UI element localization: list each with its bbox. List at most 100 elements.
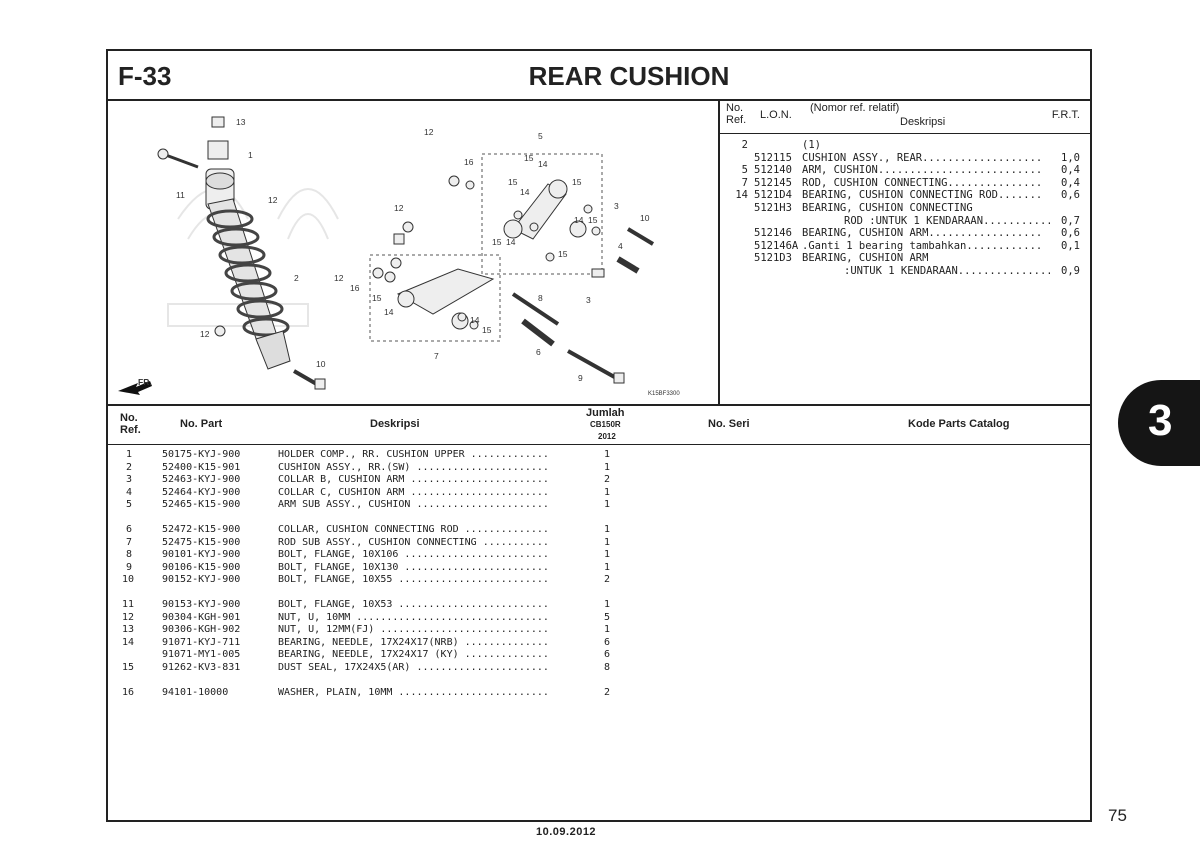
parts-year-header: 2012 <box>598 432 616 441</box>
vertical-divider <box>718 99 720 404</box>
ref-no-header: No. Ref. <box>726 102 747 126</box>
parts-no-ref-header: No. Ref. <box>120 412 141 436</box>
fr-arrow-icon: FR. <box>118 377 152 395</box>
svg-text:15: 15 <box>482 325 492 335</box>
page-number: 75 <box>1108 806 1127 825</box>
svg-text:1: 1 <box>248 150 253 160</box>
publication-date: 10.09.2012 <box>536 826 597 838</box>
svg-text:14: 14 <box>506 237 516 247</box>
ref-frt-header: F.R.T. <box>1051 109 1080 121</box>
svg-text:10: 10 <box>640 213 650 223</box>
parts-seri-header: No. Seri <box>708 418 750 430</box>
svg-text:5: 5 <box>538 131 543 141</box>
diagram-svg: FR. <box>118 116 680 397</box>
svg-text:15: 15 <box>558 249 568 259</box>
catalog-frame: F-33 REAR CUSHION <box>106 49 1092 822</box>
svg-text:9: 9 <box>578 373 583 383</box>
svg-text:12: 12 <box>424 127 434 137</box>
svg-text:14: 14 <box>470 315 480 325</box>
svg-text:12: 12 <box>394 203 404 213</box>
svg-text:14: 14 <box>538 159 548 169</box>
parts-kode-header: Kode Parts Catalog <box>908 418 1010 430</box>
svg-text:15: 15 <box>572 177 582 187</box>
parts-desc-header: Deskripsi <box>370 418 420 430</box>
ref-row: :UNTUK 1 KENDARAAN...................0,9 <box>844 264 1080 277</box>
svg-text:14: 14 <box>574 215 584 225</box>
svg-text:12: 12 <box>334 273 344 283</box>
page-title: REAR CUSHION <box>528 61 730 91</box>
svg-text:13: 13 <box>236 117 246 127</box>
small-parts <box>214 175 605 337</box>
title-bar: F-33 REAR CUSHION <box>108 51 1090 101</box>
svg-text:12: 12 <box>200 329 210 339</box>
section-code: F-33 <box>118 61 172 91</box>
svg-text:10: 10 <box>316 359 326 369</box>
svg-text:3: 3 <box>586 295 591 305</box>
cushion-arm-part <box>503 179 587 240</box>
ref-row: 2(1) <box>741 139 821 151</box>
svg-text:15: 15 <box>588 215 598 225</box>
svg-text:8: 8 <box>538 293 543 303</box>
svg-text:15: 15 <box>524 153 534 163</box>
ref-lon-header: L.O.N. <box>760 109 792 121</box>
ref-row: 512146A.Ganti 1 bearing tambahkan.......… <box>754 239 1080 252</box>
parts-jumlah-header: Jumlah <box>586 407 625 419</box>
svg-text:4: 4 <box>618 241 623 251</box>
ref-row: ROD :UNTUK 1 KENDARAAN...............0,7 <box>844 214 1080 227</box>
svg-text:14: 14 <box>520 187 530 197</box>
svg-text:15: 15 <box>492 237 502 247</box>
bottom-bolt <box>293 369 326 390</box>
exploded-diagram: FR. <box>108 99 718 404</box>
rear-cushion-part <box>205 168 291 370</box>
svg-text:15: 15 <box>508 177 518 187</box>
section-tab-number: 3 <box>1148 396 1173 445</box>
svg-text:2: 2 <box>294 273 299 283</box>
svg-text:15: 15 <box>372 293 382 303</box>
svg-text:16: 16 <box>350 283 360 293</box>
svg-text:16: 16 <box>464 157 474 167</box>
svg-text:14: 14 <box>384 307 394 317</box>
section-tab <box>1118 380 1200 466</box>
ref-nomor-header: (Nomor ref. relatif) <box>810 102 900 114</box>
svg-text:7: 7 <box>434 351 439 361</box>
ref-table-header: No. Ref. L.O.N. (Nomor ref. relatif) Des… <box>720 99 1090 134</box>
svg-text:3: 3 <box>614 201 619 211</box>
holder-comp <box>157 116 229 169</box>
parts-no-part-header: No. Part <box>180 418 223 430</box>
image-code: K15BF3300 <box>648 391 680 397</box>
horizontal-divider <box>108 404 1090 406</box>
link-boxes <box>369 153 603 342</box>
callout-labels: 13 1 11 12 2 12 10 12 16 5 15 14 15 14 1… <box>176 117 680 397</box>
parts-model-header: CB150R <box>590 420 621 429</box>
ref-desc-header: Deskripsi <box>900 116 946 128</box>
svg-text:6: 6 <box>536 347 541 357</box>
parts-table-header: No. Ref. No. Part Deskripsi Jumlah CB150… <box>108 406 1090 445</box>
svg-text:12: 12 <box>268 195 278 205</box>
svg-text:11: 11 <box>176 190 185 200</box>
